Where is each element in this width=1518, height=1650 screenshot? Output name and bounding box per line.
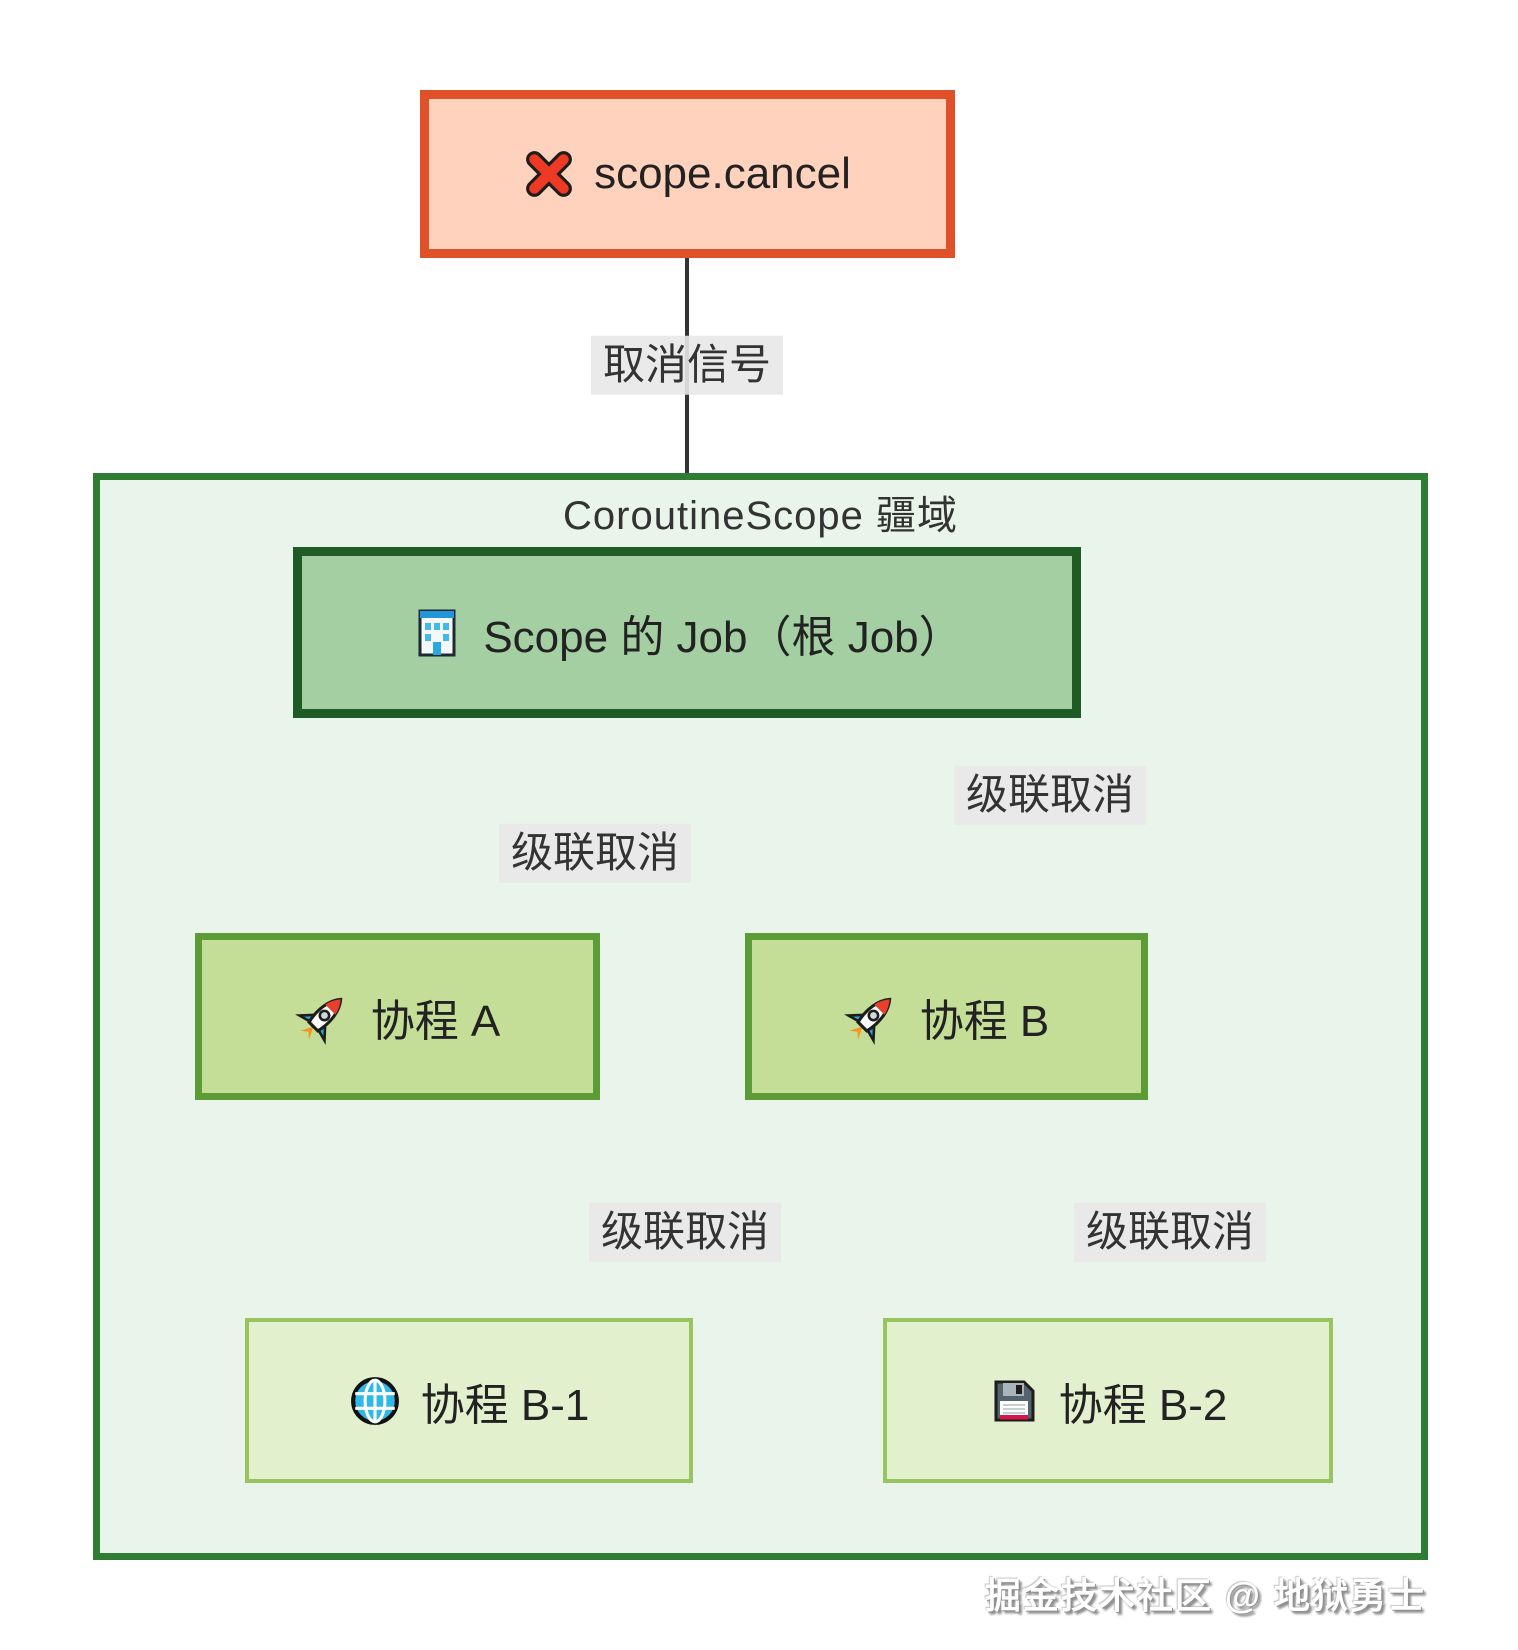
floppy-disk-icon [989,1376,1039,1426]
coroutine-b2-node: 协程 B-2 [883,1318,1333,1483]
coroutine-a-label: 协程 A [370,996,501,1046]
coroutine-a-node: 协程 A [195,933,600,1100]
root-job-node: Scope 的 Job（根 Job） [293,547,1081,718]
coroutine-b-node: 协程 B [745,933,1148,1100]
watermark: 掘金技术社区 @ 地狱勇士 [984,1575,1426,1616]
coroutine-scope-title: CoroutineScope 疆域 [563,494,958,538]
scope-cancel-node: scope.cancel [420,90,955,258]
edge-label-cascade-root-a: 级联取消 [498,823,692,883]
coroutine-b1-label: 协程 B-1 [420,1380,590,1430]
coroutine-b1-node: 协程 B-1 [245,1318,693,1483]
globe-icon [349,1375,401,1427]
coroutine-b2-label: 协程 B-2 [1058,1380,1228,1430]
office-building-icon [411,607,463,659]
edge-label-cascade-b-b2: 级联取消 [1073,1202,1267,1262]
edge-label-cancel-signal: 取消信号 [590,335,784,395]
coroutine-b-label: 协程 B [919,996,1050,1046]
edge-label-cascade-root-b: 级联取消 [953,765,1147,825]
rocket-icon [843,989,900,1045]
root-job-label: Scope 的 Job（根 Job） [483,612,963,662]
edge-label-cascade-b-b1: 级联取消 [588,1202,782,1262]
rocket-icon [294,989,351,1045]
scope-cancel-label: scope.cancel [594,149,851,198]
cross-mark-icon [524,149,574,199]
